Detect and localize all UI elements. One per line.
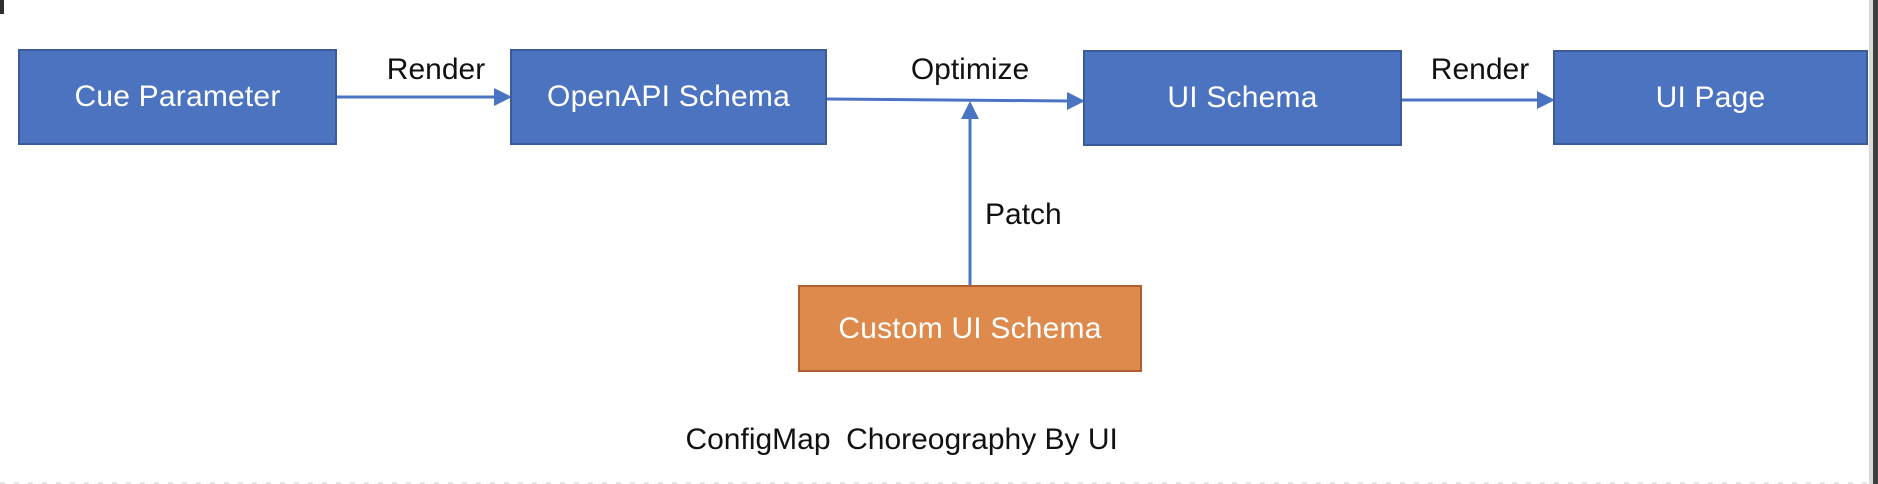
node-ui-page-label: UI Page — [1655, 80, 1766, 114]
corner-artifact — [0, 0, 4, 14]
render-arrow-1 — [337, 88, 512, 106]
edge-label-optimize: Optimize — [910, 53, 1030, 86]
node-cue-parameter-label: Cue Parameter — [74, 80, 281, 113]
edge-label-render-1: Render — [386, 53, 486, 86]
edge-label-render-2: Render — [1430, 53, 1530, 86]
window-edge-light — [1869, 0, 1873, 484]
render-arrow-2 — [1402, 91, 1555, 109]
node-custom-ui-schema: Custom UI Schema — [798, 285, 1142, 372]
window-edge-scrollbar — [1873, 0, 1878, 484]
node-cue-parameter: Cue Parameter — [18, 49, 337, 145]
node-openapi-schema: OpenAPI Schema — [510, 49, 827, 145]
patch-arrow — [961, 101, 979, 285]
optimize-arrow — [826, 92, 1085, 110]
footnote-choreography-by-ui: Choreography By UI — [846, 423, 1118, 456]
node-custom-ui-schema-label: Custom UI Schema — [838, 311, 1102, 345]
node-openapi-schema-label: OpenAPI Schema — [547, 80, 790, 113]
footnote-configmap: ConfigMap — [685, 423, 831, 456]
bottom-dashed-edge — [0, 482, 1878, 484]
node-ui-page: UI Page — [1553, 50, 1868, 145]
edge-label-patch: Patch — [985, 198, 1062, 231]
node-ui-schema: UI Schema — [1083, 50, 1402, 146]
node-ui-schema-label: UI Schema — [1167, 81, 1318, 114]
